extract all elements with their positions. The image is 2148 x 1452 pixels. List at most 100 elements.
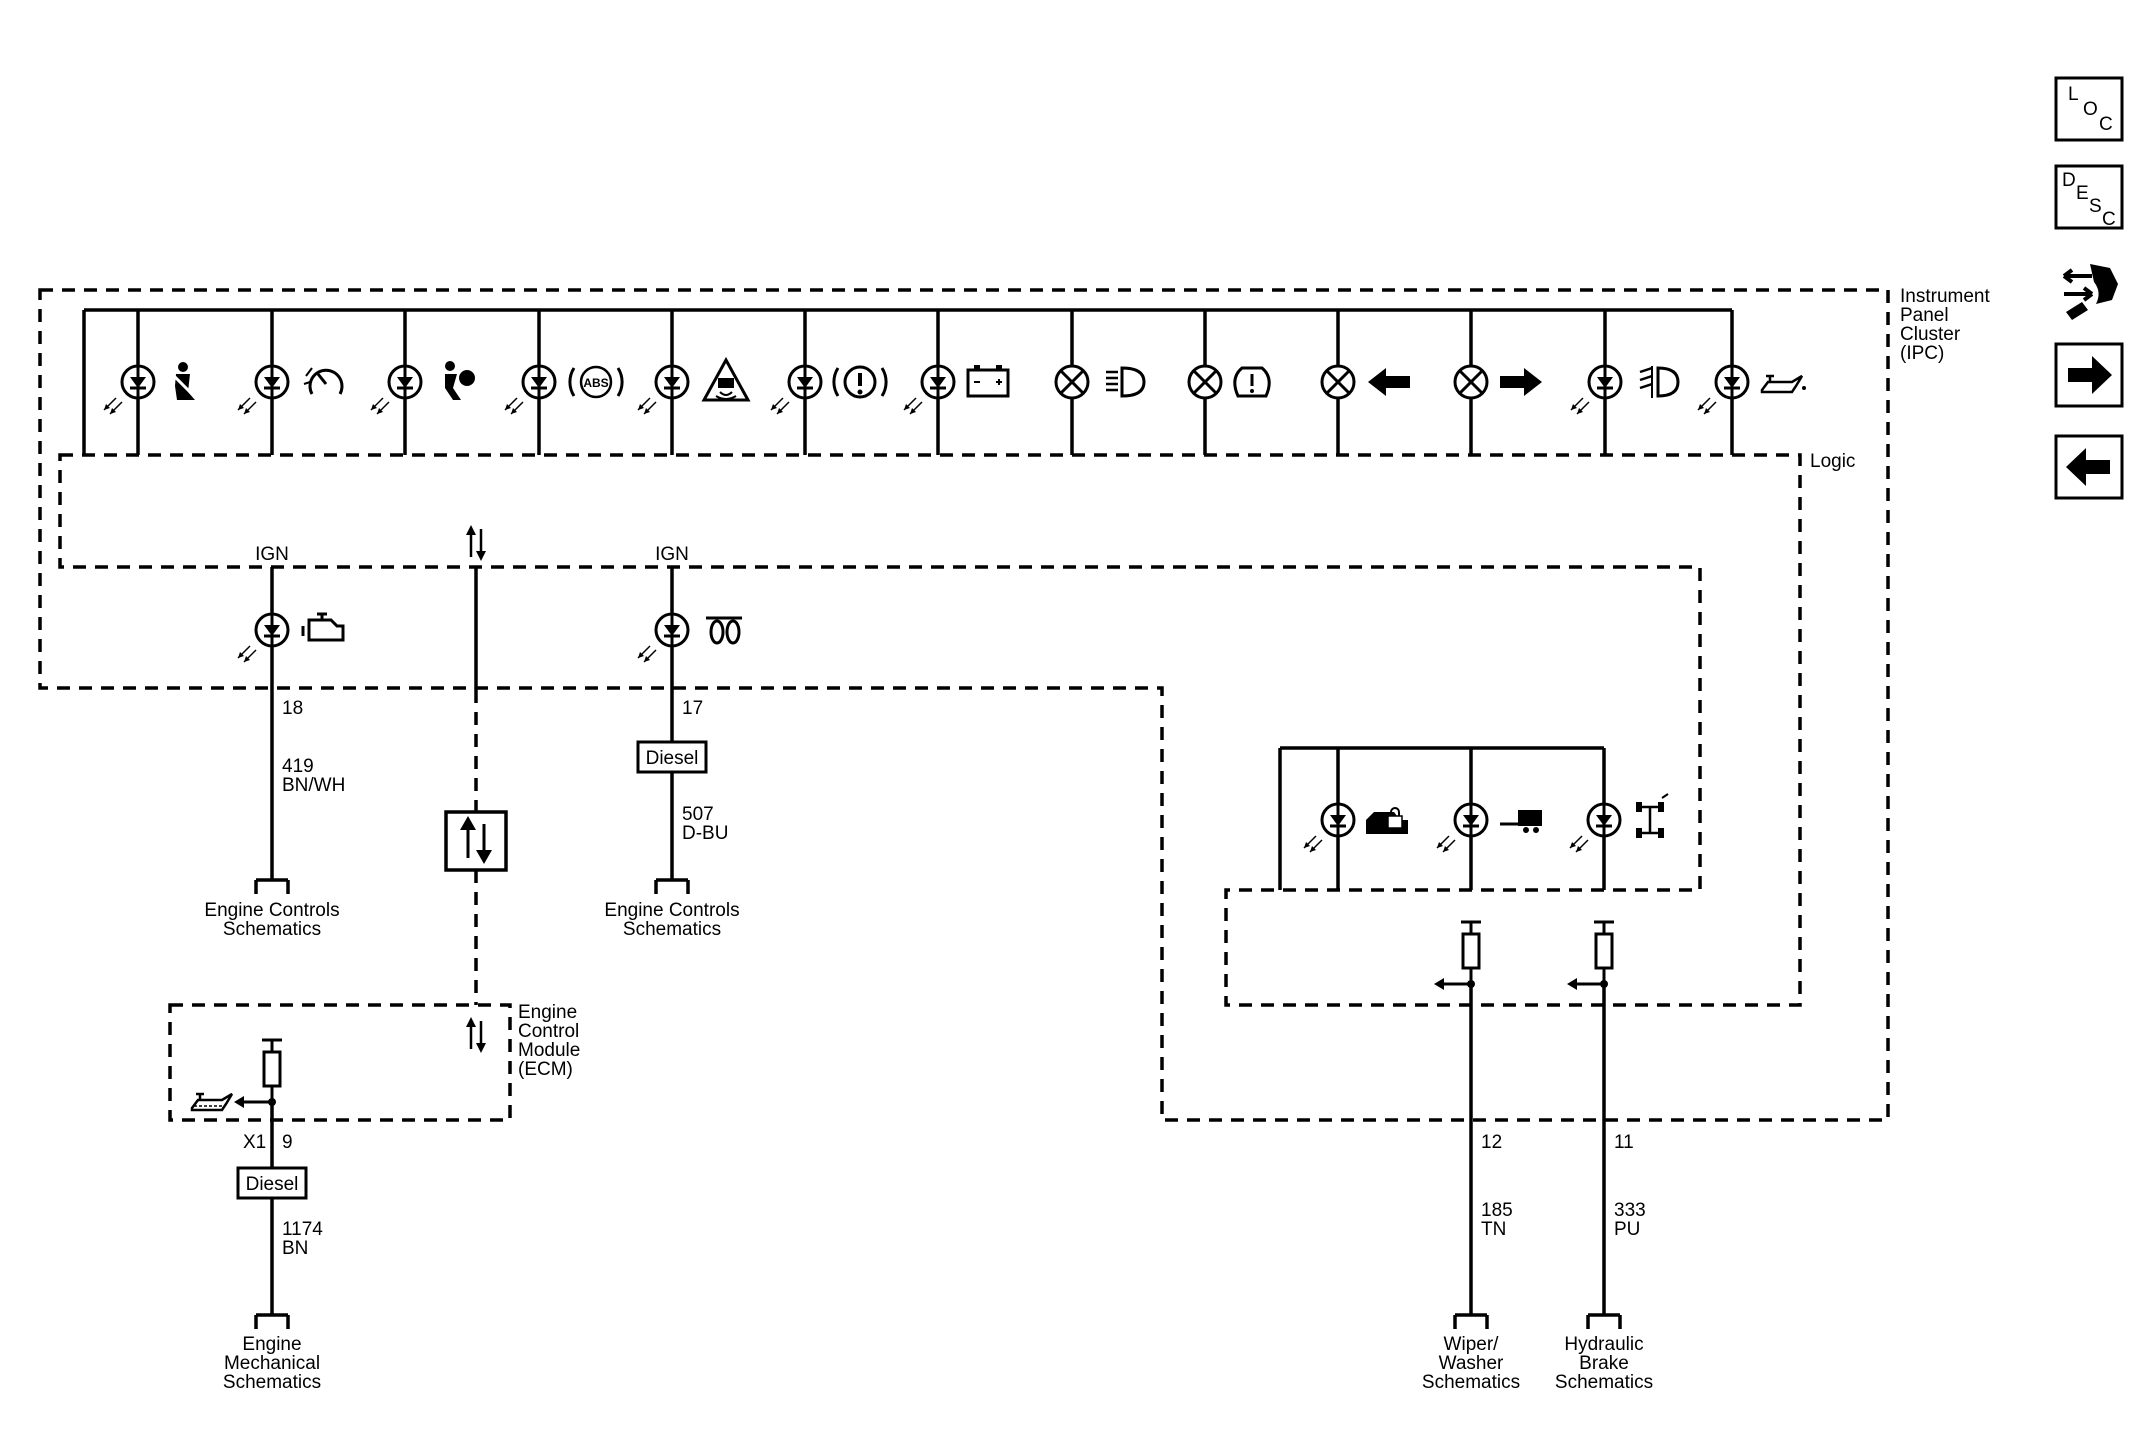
battery-icon: [966, 365, 1010, 398]
mil-ign-label: IGN: [255, 544, 289, 565]
ecm-label-line-2: Control: [518, 1021, 579, 1042]
svg-text:ABS: ABS: [583, 376, 608, 390]
glow-wire-number: 507: [682, 804, 714, 825]
loc-button[interactable]: L O C: [2054, 76, 2124, 142]
high-beam-icon: [1106, 366, 1146, 398]
glow-destination-line-1[interactable]: Engine Controls: [604, 900, 739, 921]
brake-destination-line-1[interactable]: Hydraulic: [1564, 1334, 1643, 1355]
brake-wire-number: 333: [1614, 1200, 1646, 1221]
arrow-left-icon: [2066, 448, 2110, 486]
washer-destination-line-1[interactable]: Wiper/: [1444, 1334, 1500, 1355]
oil-destination-line-2[interactable]: Mechanical: [224, 1353, 320, 1374]
washer-destination-line-3[interactable]: Schematics: [1422, 1372, 1520, 1393]
glow-diesel-box: [636, 740, 708, 774]
oil-diesel-box: [236, 1166, 308, 1200]
oil-pressure-sensor: [260, 1038, 284, 1104]
connector-repair-button[interactable]: [2062, 264, 2118, 320]
brake-destination-line-2[interactable]: Brake: [1579, 1353, 1629, 1374]
check-engine-icon: [301, 612, 345, 642]
mil-wire-color: BN/WH: [282, 775, 345, 796]
logic-label: Logic: [1810, 451, 1855, 472]
ipc-label-line-3: Cluster: [1900, 324, 1961, 345]
glow-plug-icon: [706, 616, 742, 645]
loc-letter-3: C: [2099, 114, 2113, 135]
brake-destination-line-3[interactable]: Schematics: [1555, 1372, 1653, 1393]
brake-pin: 11: [1614, 1132, 1634, 1153]
ipc-label-line-2: Panel: [1900, 305, 1949, 326]
logic-boundary: [58, 453, 1802, 1007]
ecm-label-line-4: (ECM): [518, 1059, 573, 1080]
indicator-column-airbag: [369, 310, 475, 455]
indicator-column-fog: [1569, 310, 1680, 455]
glow-pin: 17: [682, 698, 703, 719]
connector-repair-icon: [2062, 264, 2118, 320]
washer-signal-arrow: [1434, 978, 1444, 990]
previous-page-button[interactable]: [2054, 434, 2124, 500]
oil-pressure-icon: [1760, 374, 1806, 394]
turn-left-icon: [1368, 368, 1410, 396]
brake-fluid-sensor: [1592, 920, 1616, 986]
washer-wire-number: 185: [1481, 1200, 1513, 1221]
mil-destination-line-1[interactable]: Engine Controls: [204, 900, 339, 921]
washer-destination-line-2[interactable]: Washer: [1439, 1353, 1504, 1374]
indicator-column-left-turn: [1320, 310, 1410, 455]
glow-led: [636, 612, 690, 664]
oil-connector: [254, 1313, 290, 1331]
washer-connector: [1453, 1313, 1489, 1331]
oil-signal-arrow: [234, 1096, 244, 1108]
abs-icon: ABS: [568, 365, 624, 399]
indicator-column-abs: ABS: [503, 310, 624, 455]
fog-lamp-icon: [1639, 366, 1680, 398]
seatbelt-icon: [172, 362, 195, 400]
mil-led: [236, 612, 290, 664]
indicator-column-seatbelt: [102, 310, 195, 455]
serial-data-arrow-ecm: [466, 1017, 486, 1053]
glow-diesel-label: Diesel: [646, 748, 699, 769]
indicator-column-highbeam: [1054, 310, 1146, 455]
arrow-right-icon: [2068, 356, 2112, 394]
desc-button[interactable]: D E S C: [2054, 164, 2124, 230]
indicator-column-security: [1302, 748, 1408, 890]
washer-pin: 12: [1481, 1132, 1502, 1153]
indicator-column-traction: [636, 310, 751, 455]
airbag-icon: [445, 361, 475, 400]
next-page-button[interactable]: [2054, 342, 2124, 408]
ipc-label-line-1: Instrument: [1900, 286, 1990, 307]
oil-destination-line-3[interactable]: Schematics: [223, 1372, 321, 1393]
ecm-label-line-1: Engine: [518, 1002, 577, 1023]
ecm-boundary: [168, 1003, 512, 1122]
oil-diesel-label: Diesel: [246, 1174, 299, 1195]
oil-pin: 9: [282, 1132, 293, 1153]
desc-letter-1: D: [2062, 170, 2076, 191]
mil-destination-line-2[interactable]: Schematics: [223, 919, 321, 940]
indicator-column-right-turn: [1453, 310, 1542, 455]
oil-destination-line-1[interactable]: Engine: [242, 1334, 301, 1355]
oil-level-icon: [190, 1092, 234, 1112]
four-wheel-drive-icon: [1636, 793, 1669, 838]
desc-letter-3: S: [2089, 196, 2102, 217]
glow-connector: [654, 878, 690, 896]
indicator-column-battery: [902, 310, 1010, 455]
oil-x1-label: X1: [243, 1132, 266, 1153]
ecm-label-line-3: Module: [518, 1040, 580, 1061]
indicator-column-4wd: [1568, 748, 1669, 890]
oil-wire-color: BN: [282, 1238, 308, 1259]
mil-pin: 18: [282, 698, 303, 719]
serial-data-module-symbol: [444, 810, 508, 872]
trailer-tow-icon: [1500, 810, 1542, 833]
glow-ign-label: IGN: [655, 544, 689, 565]
brake-signal-arrow: [1567, 978, 1577, 990]
glow-destination-line-2[interactable]: Schematics: [623, 919, 721, 940]
desc-letter-2: E: [2076, 183, 2089, 204]
indicator-column-trailer: [1435, 748, 1542, 890]
traction-control-icon: [701, 356, 751, 402]
ipc-label-line-4: (IPC): [1900, 343, 1944, 364]
oil-wire-number: 1174: [282, 1219, 323, 1240]
security-icon: [1366, 807, 1408, 834]
mil-connector: [254, 878, 290, 896]
cruise-control-icon: [303, 367, 344, 395]
washer-sensor: [1459, 920, 1483, 986]
indicator-column-tpms: [1187, 310, 1271, 455]
indicator-column-oil: [1696, 310, 1806, 455]
